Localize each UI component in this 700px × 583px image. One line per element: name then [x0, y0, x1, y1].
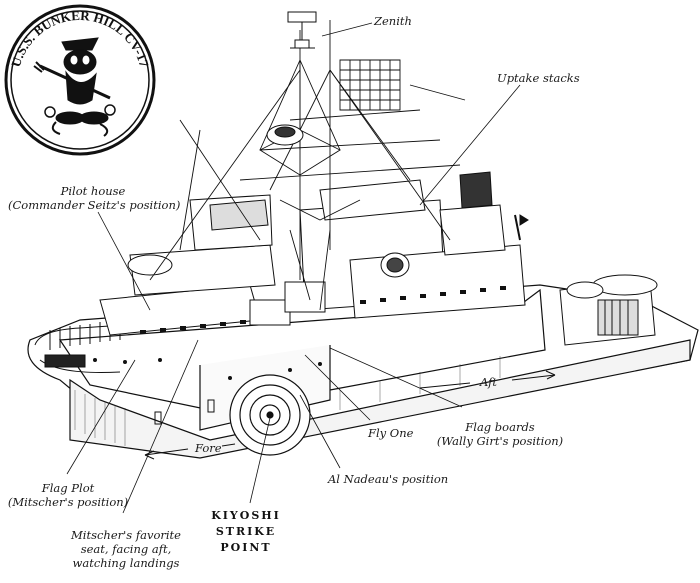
hull-hatching: [74, 356, 501, 446]
flag-boards-line-2: (Wally Girt's position): [436, 434, 564, 448]
fly-one-leader: [304, 354, 371, 421]
al-nadeau-leader: [299, 394, 341, 469]
mitscher-seat-line-3: watching landings: [72, 556, 180, 570]
flag-plot-leader: [66, 359, 136, 475]
pilot-house-leader: [97, 211, 151, 311]
strike-line-2: STRIKE: [215, 525, 277, 538]
label-zenith: Zenith: [374, 14, 412, 28]
zenith-mast-top: [266, 11, 317, 146]
uptake-stacks-leader: [419, 84, 521, 206]
strike-line-1: KIYOSHI: [211, 509, 281, 522]
flag-plot-line-1: Flag Plot: [41, 481, 95, 495]
label-fore: Fore: [195, 441, 222, 455]
label-al-nadeau: Al Nadeau's position: [328, 472, 449, 486]
flag-plot-line-2: (Mitscher's position): [7, 495, 129, 509]
island-windows: [93, 286, 506, 425]
cartoon-mascot-icon: [33, 37, 116, 137]
label-flag-plot: Flag Plot (Mitscher's position): [6, 481, 130, 509]
bunker-hill-insignia-patch: U.S.S. BUNKER HILL CV-17: [4, 4, 156, 156]
mitscher-seat-line-1: Mitscher's favorite: [71, 528, 181, 542]
aft-gun-tub: [514, 214, 658, 346]
label-kiyoshi-strike-point: KIYOSHI STRIKE POINT: [196, 508, 296, 556]
strike-line-3: POINT: [220, 541, 272, 554]
label-mitscher-seat: Mitscher's favorite seat, facing aft, wa…: [66, 528, 186, 570]
flag-boards-line-1: Flag boards: [465, 420, 535, 434]
label-aft: Aft: [480, 375, 497, 389]
label-flag-boards: Flag boards (Wally Girt's position): [432, 420, 568, 448]
lattice-mast: [149, 20, 466, 311]
pilot-house-line-2: (Commander Seitz's position): [8, 198, 181, 212]
fore-arrow-icon: [144, 443, 236, 460]
label-pilot-house: Pilot house (Commander Seitz's position): [8, 184, 181, 212]
label-uptake-stacks: Uptake stacks: [497, 71, 580, 85]
mitscher-seat-leader: [122, 339, 199, 514]
pilot-house-line-1: Pilot house: [60, 184, 126, 198]
aft-arrow-icon: [419, 370, 556, 389]
mitscher-seat-line-2: seat, facing aft,: [80, 542, 172, 556]
port-gallery: [34, 319, 201, 373]
label-fly-one: Fly One: [368, 426, 414, 440]
strike-point-leader: [249, 417, 271, 504]
leader-lines: [66, 22, 521, 514]
flag-boards-leader: [329, 347, 463, 408]
kiyoshi-strike-target: [229, 374, 311, 456]
zenith-leader: [321, 22, 373, 37]
